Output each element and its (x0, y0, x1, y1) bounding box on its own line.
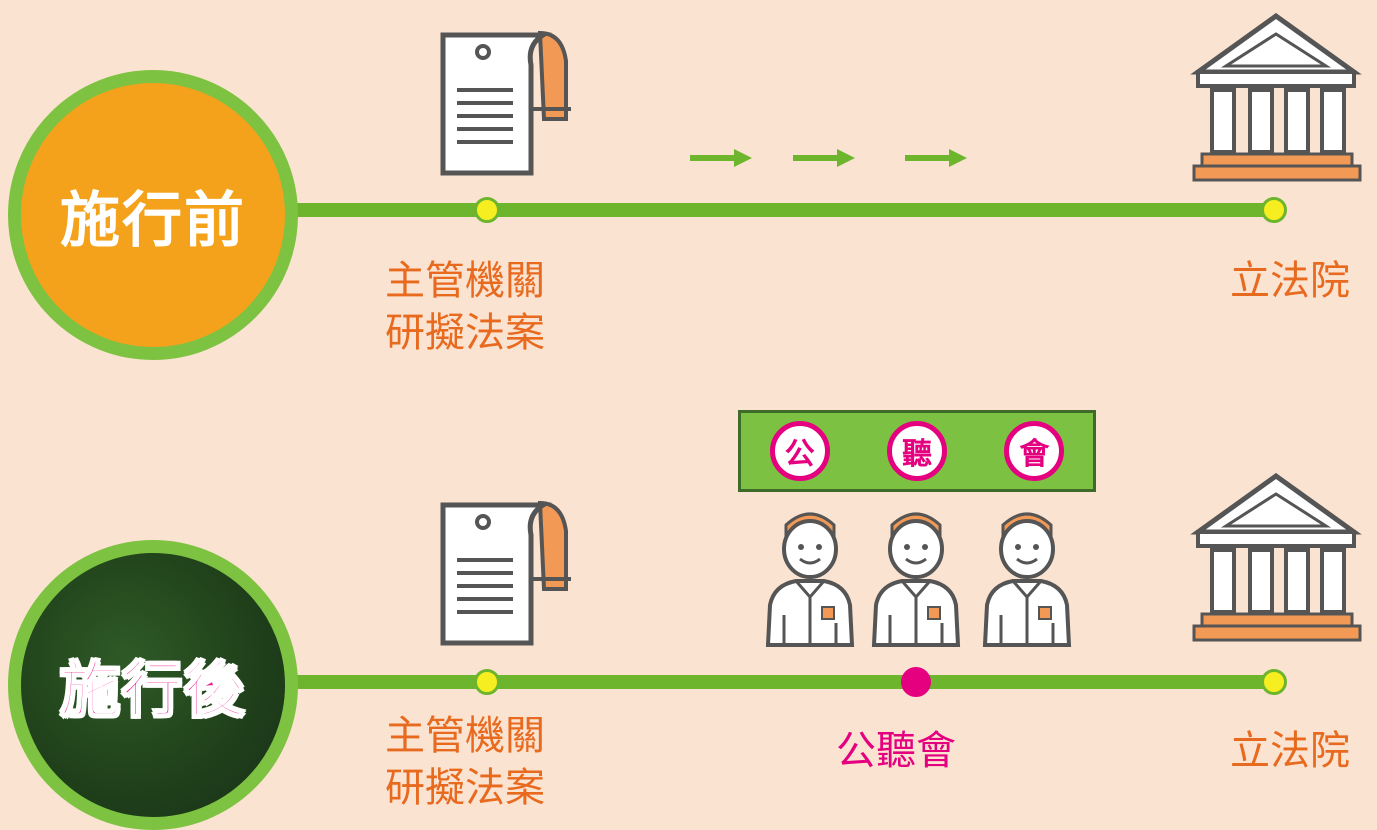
hearing-badge-2: 聽 (886, 421, 947, 481)
before-caption-agency-line1: 主管機關 (385, 258, 545, 304)
before-caption-legislature: 立法院 (1230, 255, 1350, 307)
after-node-hearing (901, 667, 931, 697)
legislature-building-icon (1190, 470, 1362, 650)
after-caption-agency-line2: 研擬法案 (385, 765, 545, 811)
arrow-right-icon (690, 147, 752, 169)
timeline-before-line (270, 203, 1285, 217)
after-node-legislature (1261, 669, 1287, 695)
after-caption-legislature: 立法院 (1230, 725, 1350, 777)
after-caption-agency-line1: 主管機關 (385, 713, 545, 759)
stage-after-circle: 施行後 (8, 540, 298, 830)
before-node-agency (474, 197, 500, 223)
stage-after-label: 施行後 (59, 655, 246, 727)
before-node-legislature (1261, 197, 1287, 223)
person-icon (866, 505, 966, 647)
before-caption-agency-line2: 研擬法案 (385, 310, 545, 356)
before-caption-agency: 主管機關 研擬法案 (385, 255, 545, 359)
person-icon (977, 505, 1077, 647)
after-caption-hearing-line1: 公聽會 (836, 728, 956, 774)
arrow-right-icon (793, 147, 855, 169)
after-caption-legislature-line1: 立法院 (1230, 728, 1350, 774)
timeline-after-line (270, 675, 1285, 689)
before-caption-legislature-line1: 立法院 (1230, 258, 1350, 304)
hearing-badge-1: 公 (769, 421, 830, 481)
hearing-badge-3: 會 (1004, 421, 1065, 481)
after-caption-agency: 主管機關 研擬法案 (385, 710, 545, 814)
arrow-right-icon (905, 147, 967, 169)
after-node-agency (474, 669, 500, 695)
legislature-building-icon (1190, 10, 1362, 190)
document-scroll-icon (425, 495, 575, 655)
document-scroll-icon (425, 25, 575, 185)
hearing-banner: 公 聽 會 (738, 410, 1096, 492)
stage-before-circle: 施行前 (8, 70, 298, 360)
person-icon (760, 505, 860, 647)
after-caption-hearing: 公聽會 (836, 725, 956, 777)
stage-before-label: 施行前 (60, 185, 246, 256)
